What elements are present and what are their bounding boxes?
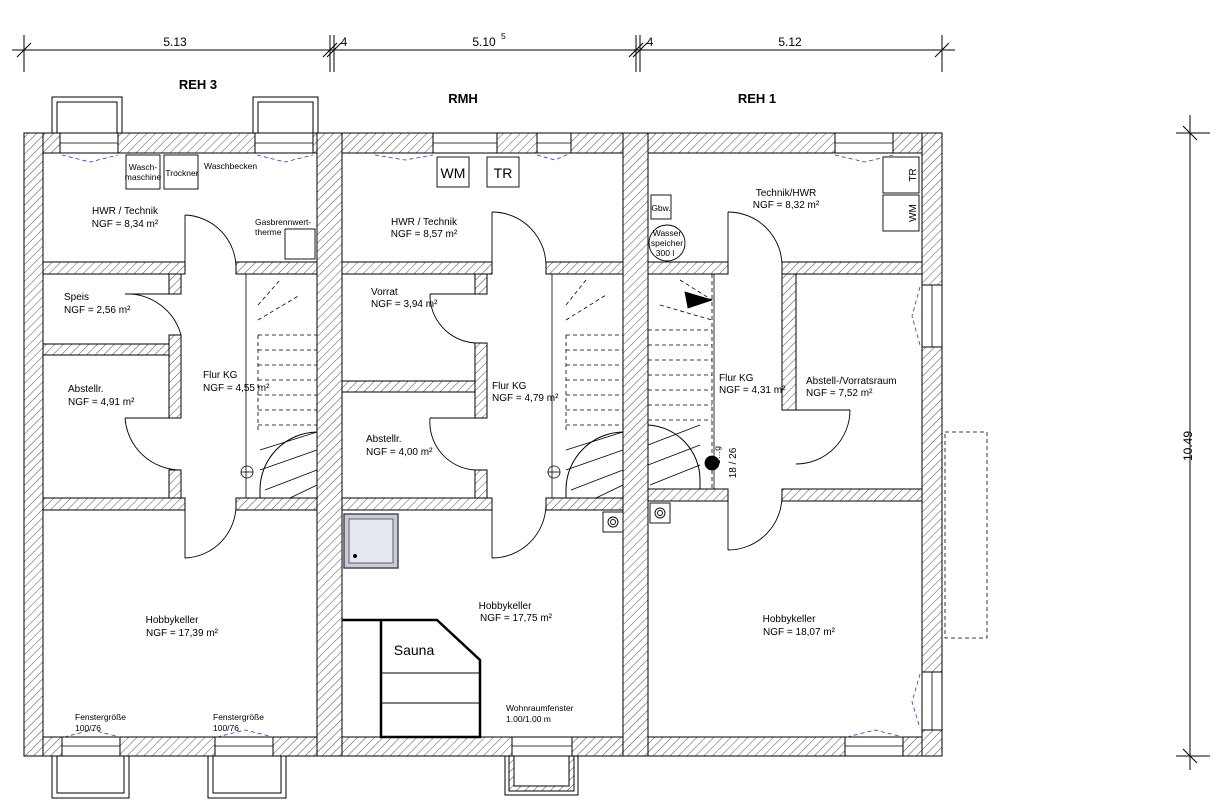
room-name-reh1-hobby: Hobbykeller	[763, 614, 816, 625]
fixture-labels: Wasch- maschine Trockner Waschbecken Gas…	[125, 161, 919, 478]
room-name-reh3-speis: Speis	[64, 292, 89, 303]
dim-rmh-width: 5.10	[472, 35, 496, 49]
dim-reh1-width: 5.12	[778, 35, 802, 49]
dim-wall-2: 4	[647, 35, 654, 49]
stair-ratio-label: 18 / 26	[728, 447, 739, 478]
room-name-rmh-hwr: HWR / Technik	[391, 217, 458, 228]
room-area-rmh-flur: NGF = 4,79 m²	[492, 393, 559, 404]
washer-label-rmh: WM	[441, 165, 466, 181]
light-wells	[51, 96, 988, 799]
living-window-note-line-2: 1.00/1.00 m	[506, 714, 551, 724]
fixtures	[125, 154, 920, 569]
room-area-reh1-hobby: NGF = 18,07 m²	[763, 627, 836, 638]
room-area-reh3-abstell: NGF = 4,91 m²	[68, 397, 135, 408]
room-area-reh3-flur: NGF = 4,55 m²	[203, 383, 270, 394]
dryer-label: Trockner	[165, 168, 198, 178]
room-area-reh1-technik: NGF = 8,32 m²	[753, 200, 820, 211]
room-area-reh1-abstell: NGF = 7,52 m²	[806, 388, 873, 399]
dimension-top: 5.13 4 5.10 5 4 5.12	[12, 31, 955, 72]
window-note-2-line-1: Fenstergröße	[213, 712, 264, 722]
room-name-rmh-flur: Flur KG	[492, 381, 527, 392]
stair-rmh	[547, 273, 624, 499]
room-name-reh1-flur: Flur KG	[719, 373, 754, 384]
room-name-reh1-abstell: Abstell-/Vorratsraum	[806, 376, 897, 387]
room-area-rmh-abstell: NGF = 4,00 m²	[366, 447, 433, 458]
unit-title-reh1: REH 1	[738, 91, 776, 106]
stair-reh1	[647, 273, 720, 490]
dryer-label-reh1: TR	[908, 168, 919, 181]
sauna: Sauna	[342, 618, 482, 739]
boiler-label-2: therme	[255, 227, 282, 237]
dim-reh3-width: 5.13	[163, 35, 187, 49]
gbw-label: Gbw.	[651, 203, 670, 213]
room-name-reh3-hobby: Hobbykeller	[146, 615, 199, 626]
stairs	[240, 273, 720, 499]
dim-rmh-width-sup: 5	[501, 31, 506, 41]
room-area-reh3-hobby: NGF = 17,39 m²	[146, 628, 219, 639]
stair-up-label: 1…g	[712, 446, 722, 464]
dim-wall-1: 4	[341, 35, 348, 49]
unit-title-reh3: REH 3	[179, 77, 217, 92]
window-note-1-line-2: 100/76	[75, 723, 101, 733]
doors	[124, 211, 851, 559]
window-notes: Fenstergröße 100/76 Fenstergröße 100/76 …	[75, 703, 574, 733]
room-area-reh3-speis: NGF = 2,56 m²	[64, 305, 131, 316]
room-area-reh3-hwr: NGF = 8,34 m²	[92, 219, 159, 230]
room-name-rmh-vorrat: Vorrat	[371, 287, 398, 298]
washer-label-1: Wasch-	[129, 162, 158, 172]
water-tank-label-2: speicher	[651, 238, 683, 248]
living-window-note-line-1: Wohnraumfenster	[506, 703, 574, 713]
room-name-rmh-abstell: Abstellr.	[366, 434, 402, 445]
window-note-2-line-2: 100/76	[213, 723, 239, 733]
room-area-reh1-flur: NGF = 4,31 m²	[719, 385, 786, 396]
room-name-reh3-abstell: Abstellr.	[68, 384, 104, 395]
room-name-reh3-flur: Flur KG	[203, 370, 238, 381]
room-name-reh3-hwr: HWR / Technik	[92, 206, 159, 217]
stair-reh3	[240, 273, 318, 499]
room-area-rmh-hobby: NGF = 17,75 m²	[480, 613, 553, 624]
boiler-label-1: Gasbrennwert-	[255, 217, 311, 227]
dim-depth: 10.49	[1181, 431, 1195, 461]
washer-label-reh1: WM	[908, 204, 919, 222]
room-area-rmh-hwr: NGF = 8,57 m²	[391, 229, 458, 240]
sauna-label: Sauna	[394, 642, 435, 658]
sink-label: Waschbecken	[204, 161, 257, 171]
water-tank-label-1: Wasser	[653, 228, 682, 238]
windows	[59, 132, 943, 757]
dimension-right: 10.49	[1176, 115, 1210, 770]
unit-title-rmh: RMH	[448, 91, 478, 106]
window-note-1-line-1: Fenstergröße	[75, 712, 126, 722]
room-name-reh1-technik: Technik/HWR	[756, 188, 817, 199]
room-area-rmh-vorrat: NGF = 3,94 m²	[371, 299, 438, 310]
room-name-rmh-hobby: Hobbykeller	[479, 601, 532, 612]
dryer-label-rmh: TR	[494, 165, 513, 181]
washer-label-2: maschine	[125, 172, 162, 182]
room-labels: HWR / Technik NGF = 8,34 m² Speis NGF = …	[64, 188, 897, 639]
walls	[23, 132, 943, 757]
water-tank-label-3: 300 l	[656, 248, 675, 258]
